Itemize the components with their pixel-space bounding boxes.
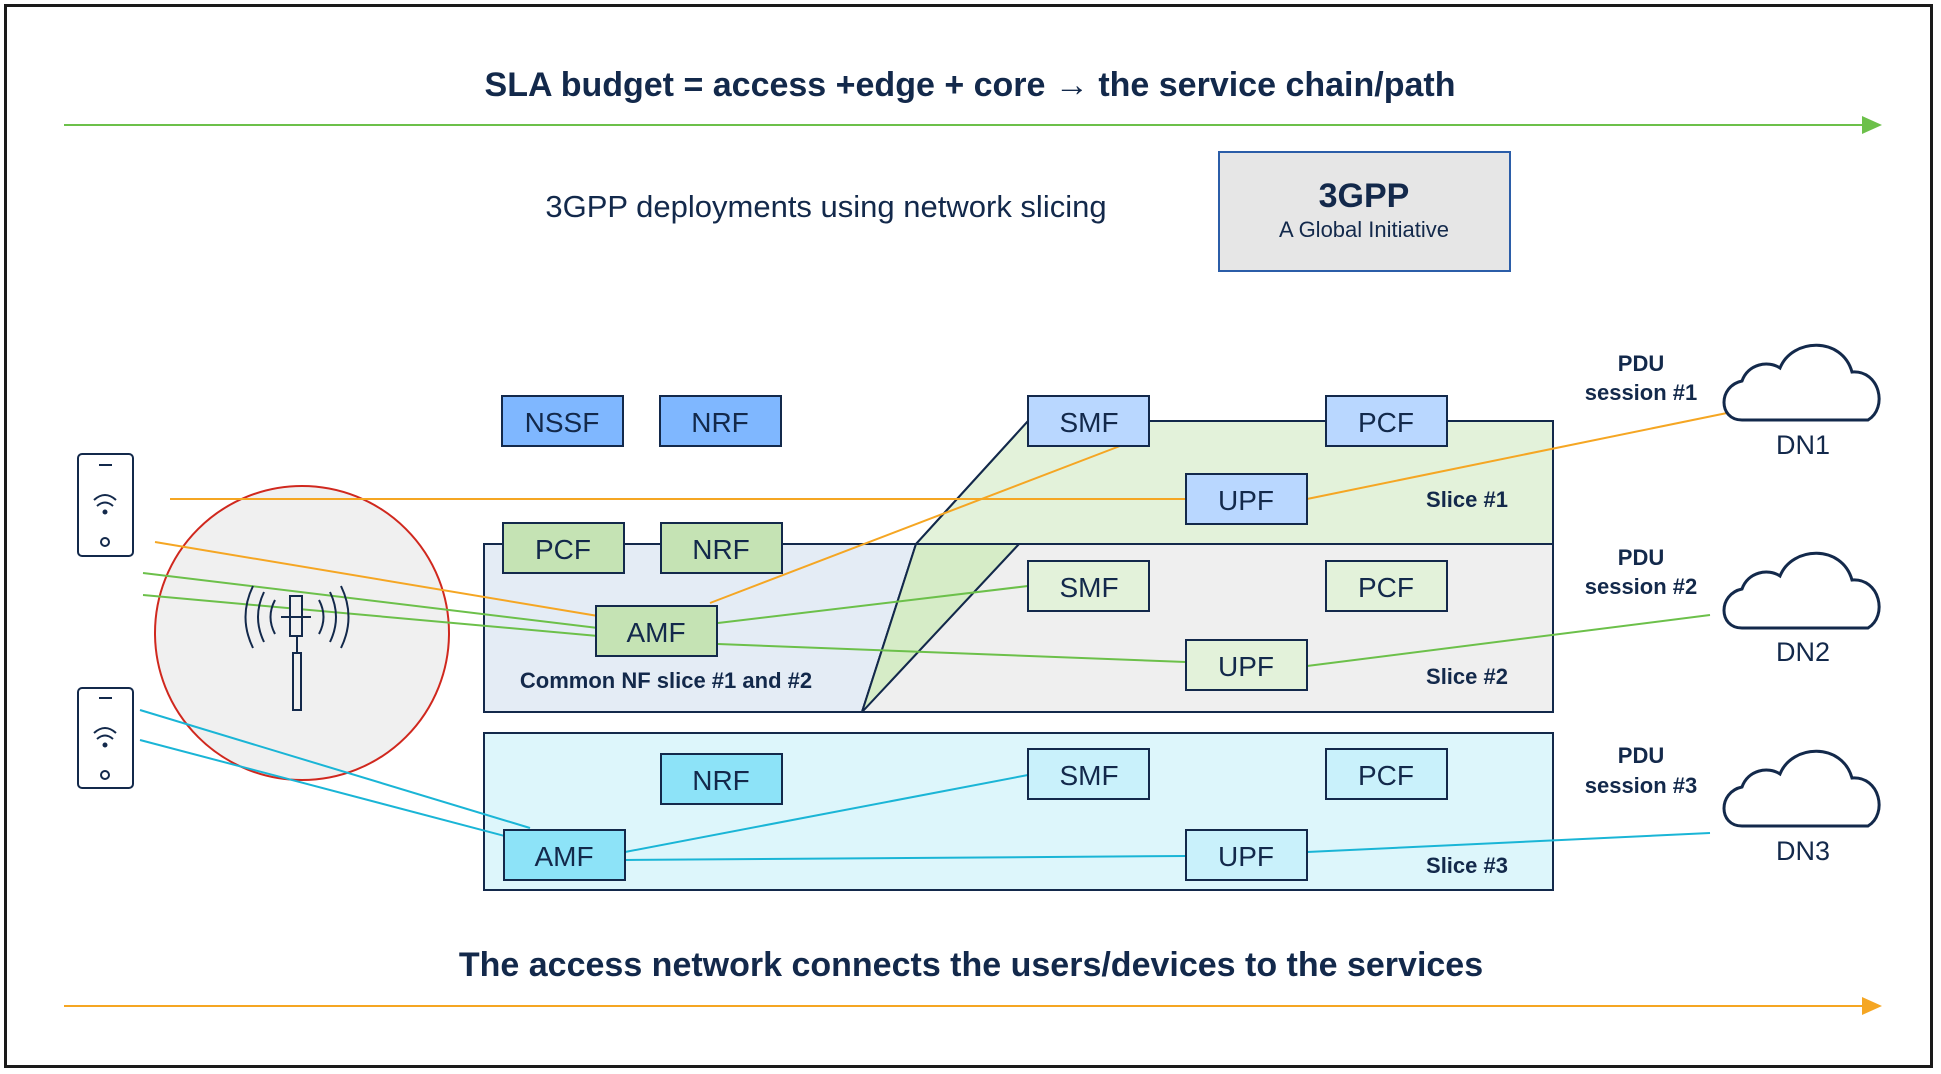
- slice1-upf-label: UPF: [1218, 485, 1274, 516]
- bottom-title: The access network connects the users/de…: [459, 946, 1483, 984]
- diagram-frame: [4, 4, 1933, 1068]
- slice3-amf-label: AMF: [534, 841, 593, 872]
- slice1-upf-box: UPF: [1185, 473, 1308, 525]
- slice3-upf-label: UPF: [1218, 841, 1274, 872]
- slice3-pcf-label: PCF: [1358, 760, 1414, 791]
- slice2-pcf-box: PCF: [1325, 560, 1448, 612]
- slice2-pcf-label: PCF: [1358, 572, 1414, 603]
- dn1-label: DN1: [1776, 430, 1830, 460]
- nrf-top-label: NRF: [691, 407, 749, 438]
- pdu-session-2-line1: PDU: [1618, 545, 1664, 570]
- common-pcf-label: PCF: [535, 534, 591, 565]
- subtitle: 3GPP deployments using network slicing: [545, 189, 1106, 224]
- nrf-top-box: NRF: [659, 395, 782, 447]
- phone-icon: [77, 687, 134, 789]
- slice3-smf-box: SMF: [1027, 748, 1150, 800]
- nssf-label: NSSF: [525, 407, 600, 438]
- slice2-upf-label: UPF: [1218, 651, 1274, 682]
- slice1-pcf-label: PCF: [1358, 407, 1414, 438]
- slice3-upf-box: UPF: [1185, 829, 1308, 881]
- pdu-session-1-line1: PDU: [1618, 351, 1664, 376]
- dn3-label: DN3: [1776, 836, 1830, 866]
- top-arrow-head: [1862, 116, 1882, 134]
- slice2-smf-box: SMF: [1027, 560, 1150, 612]
- slice3-amf-box: AMF: [503, 829, 626, 881]
- slice3-pcf-box: PCF: [1325, 748, 1448, 800]
- pdu-session-1-line2: session #1: [1585, 380, 1698, 405]
- dn2-label: DN2: [1776, 637, 1830, 667]
- cloud-icon: [1722, 749, 1881, 828]
- slice2-smf-label: SMF: [1059, 572, 1118, 603]
- slice1-smf-label: SMF: [1059, 407, 1118, 438]
- bottom-arrow-head: [1862, 997, 1882, 1015]
- cloud-icon: [1722, 551, 1881, 630]
- slice3-smf-label: SMF: [1059, 760, 1118, 791]
- slice2-upf-box: UPF: [1185, 639, 1308, 691]
- antenna-icon: [244, 585, 350, 711]
- slice1-label: Slice #1: [1426, 487, 1508, 512]
- common-slice-label: Common NF slice #1 and #2: [520, 668, 812, 693]
- top-title: SLA budget = access +edge + core → the s…: [485, 66, 1456, 104]
- cloud-icon: [1722, 343, 1881, 422]
- nssf-box: NSSF: [501, 395, 624, 447]
- slice-shear-fill: [861, 543, 1022, 713]
- common-amf-box: AMF: [595, 605, 718, 657]
- pdu-session-3-line1: PDU: [1618, 743, 1664, 768]
- slice3-nrf-label: NRF: [692, 765, 750, 796]
- slice1-pcf-box: PCF: [1325, 395, 1448, 447]
- 3gpp-logo-tagline: A Global Initiative: [1279, 217, 1449, 242]
- pdu-session-2-line2: session #2: [1585, 574, 1698, 599]
- slice3-label: Slice #3: [1426, 853, 1508, 878]
- pdu-session-3-line2: session #3: [1585, 773, 1698, 798]
- common-pcf-box: PCF: [502, 522, 625, 574]
- common-amf-label: AMF: [626, 617, 685, 648]
- common-nrf-box: NRF: [660, 522, 783, 574]
- slice3-nrf-box: NRF: [660, 753, 783, 805]
- 3gpp-logo: 3GPP A Global Initiative: [1218, 151, 1511, 272]
- common-nrf-label: NRF: [692, 534, 750, 565]
- connection-lines: [139, 412, 1728, 861]
- 3gpp-logo-title: 3GPP: [1319, 177, 1410, 215]
- slice1-smf-box: SMF: [1027, 395, 1150, 447]
- slice2-label: Slice #2: [1426, 664, 1508, 689]
- phone-icon: [77, 453, 134, 557]
